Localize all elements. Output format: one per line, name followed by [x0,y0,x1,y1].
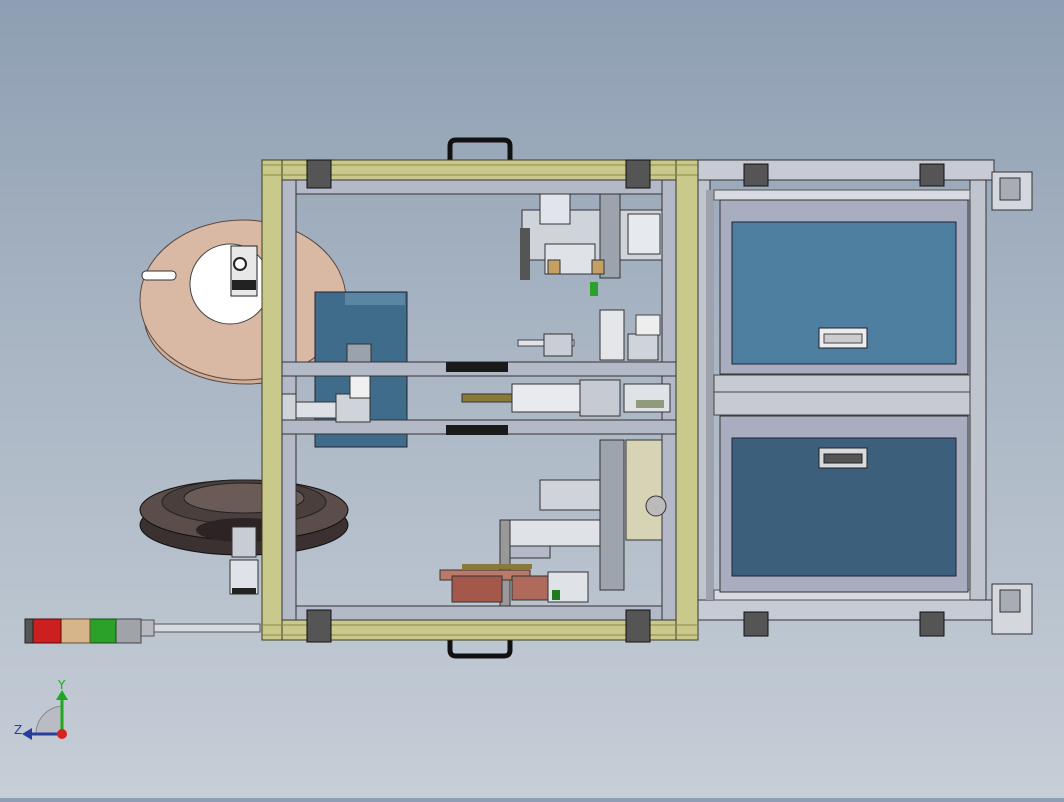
triad-z-label: Z [14,723,23,737]
axis-triad-icon [22,690,68,740]
signal-lamp-gray [114,618,142,644]
signal-lamp-green [88,618,117,644]
signal-lamp-amber [59,618,91,644]
drawer-lower[interactable] [719,415,969,593]
top-handle [447,137,513,160]
bottom-handle [447,636,513,659]
triad-y-label: Y [58,678,66,692]
drawer-handle-icon[interactable] [818,327,868,349]
signal-lamp-red [31,618,62,644]
drawer-cabinet [697,159,1033,637]
drawer-upper[interactable] [719,199,969,375]
waste-spool [139,479,349,595]
middle-mechanism [281,375,671,423]
signal-tower [24,618,261,644]
lower-mechanism [439,439,667,607]
upper-mechanism [517,193,663,361]
drawer-handle-icon[interactable] [818,447,868,469]
